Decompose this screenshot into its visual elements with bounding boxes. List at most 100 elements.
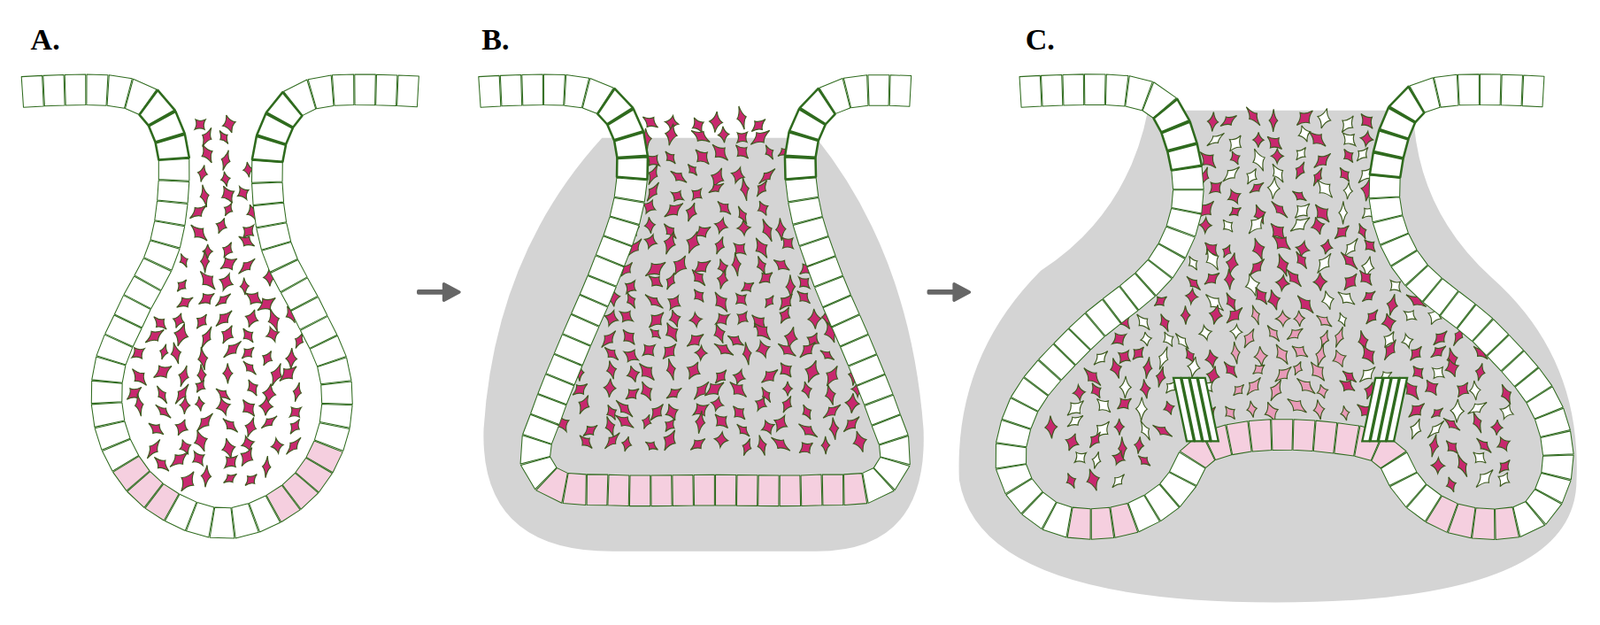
- mesenchymal-cell: [192, 310, 211, 331]
- mesenchymal-cell: [186, 200, 210, 223]
- mesenchymal-cell: [1331, 325, 1347, 350]
- mesenchymal-cell: [731, 127, 752, 147]
- epithelial-cell: [1472, 507, 1495, 540]
- mesenchymal-cell: [1153, 365, 1168, 389]
- mesenchymal-cell: [604, 359, 618, 380]
- mesenchymal-cell: [239, 358, 260, 378]
- mesenchymal-cell: [1119, 376, 1131, 400]
- mesenchymal-cell: [1497, 401, 1516, 422]
- mesenchymal-cell: [795, 338, 819, 362]
- epithelial-cell: [321, 381, 354, 404]
- mesenchymal-cell: [196, 346, 210, 371]
- mesenchymal-cell: [150, 453, 173, 475]
- mesenchymal-cell: [684, 161, 701, 179]
- mesenchymal-cell: [1292, 248, 1311, 271]
- mesenchymal-cell: [1223, 251, 1241, 276]
- mesenchymal-cell: [233, 183, 252, 203]
- mesenchymal-cell: [615, 306, 637, 327]
- mesenchymal-cell: [1172, 330, 1193, 352]
- mesenchymal-cell: [1262, 131, 1286, 154]
- mesenchymal-cell: [179, 395, 192, 415]
- epithelial-cell: [1500, 74, 1523, 106]
- mesenchymal-cell: [197, 324, 216, 351]
- mesenchymal-cell: [801, 357, 824, 385]
- epithelial-cell: [614, 131, 648, 158]
- mesenchyme-condensation: [483, 138, 924, 552]
- mesenchymal-cell: [574, 392, 593, 416]
- epithelial-cell: [996, 419, 1031, 447]
- epithelial-cell: [1105, 74, 1128, 107]
- mesenchymal-cell: [1312, 249, 1336, 277]
- epithelial-cell: [651, 475, 672, 507]
- mesenchymal-cell: [1355, 109, 1378, 133]
- mesenchymal-cell: [1428, 404, 1446, 421]
- mesenchymal-cell: [1275, 274, 1291, 293]
- mesenchymal-cell: [688, 311, 703, 328]
- panel-illustration: [478, 74, 925, 507]
- mesenchymal-cell: [709, 395, 726, 413]
- epithelial-cell: [779, 475, 800, 507]
- mesenchymal-cell: [212, 290, 233, 309]
- mesenchymal-cell: [1062, 395, 1089, 421]
- mesenchymal-cell: [690, 285, 708, 306]
- epithelium-guide: [1010, 89, 1559, 524]
- mesenchymal-cell: [1109, 448, 1127, 467]
- epithelial-cell: [1084, 74, 1106, 106]
- mesenchymal-cell: [1270, 361, 1295, 386]
- mesenchymal-cell: [1357, 341, 1380, 368]
- epithelial-cell: [1369, 175, 1400, 199]
- stage-arrow: [418, 284, 460, 300]
- mesenchymal-cell: [1092, 393, 1116, 417]
- mesenchymal-cell: [1491, 419, 1504, 436]
- mesenchymal-cell: [1453, 452, 1471, 479]
- epithelial-cell: [1167, 144, 1202, 171]
- mesenchymal-cell: [663, 384, 685, 403]
- mesenchymal-cell: [200, 249, 210, 274]
- mesenchymal-cell: [663, 292, 685, 314]
- mesenchymal-cell: [1360, 235, 1380, 255]
- mesenchymal-cell: [634, 359, 660, 385]
- mesenchymal-cell: [730, 140, 754, 163]
- epithelial-cell: [843, 75, 869, 108]
- epithelial-cell: [1313, 420, 1337, 454]
- mesenchymal-cell: [1428, 361, 1449, 383]
- mesenchymal-cell: [1442, 436, 1463, 457]
- mesenchymal-cell: [217, 323, 239, 347]
- mesenchymal-cell: [216, 270, 237, 293]
- mesenchymal-cell: [602, 415, 619, 439]
- mesenchymal-cell: [776, 304, 794, 326]
- mesenchymal-cell: [622, 384, 643, 404]
- mesenchymal-cell: [1449, 398, 1465, 423]
- mesenchymal-cell: [1085, 429, 1105, 451]
- mesenchymal-cell: [823, 383, 839, 407]
- epithelial-cell: [157, 180, 190, 203]
- mesenchymal-cell: [775, 338, 800, 361]
- mesenchymal-cell: [1339, 146, 1358, 166]
- mesenchymal-cell: [1180, 305, 1191, 325]
- mesenchymal-cell: [1335, 164, 1354, 185]
- mesenchymal-cell: [1427, 433, 1441, 459]
- mesenchymal-cell: [1309, 200, 1335, 227]
- mesenchymal-cell: [1200, 245, 1224, 273]
- epithelial-cell: [256, 223, 292, 250]
- mesenchymal-cell: [1338, 128, 1361, 151]
- mesenchymal-cell: [194, 395, 206, 412]
- mesenchymal-cell: [1313, 272, 1328, 292]
- mesenchymal-cell: [1420, 376, 1443, 400]
- mesenchymal-cell: [709, 409, 733, 433]
- mesenchymal-cell: [725, 376, 751, 401]
- mesenchymal-cell: [1265, 287, 1284, 312]
- mesenchymal-cell: [754, 198, 772, 218]
- mesenchymal-cell: [734, 105, 750, 131]
- mesenchymal-cell: [1440, 414, 1463, 434]
- mesenchymal-cell: [662, 270, 678, 292]
- mesenchymal-cell: [1269, 108, 1278, 132]
- epithelial-cell: [354, 74, 377, 106]
- mesenchymal-cell: [732, 307, 752, 328]
- mesenchymal-cell: [758, 216, 777, 244]
- mesenchymal-cell: [173, 276, 191, 295]
- mesenchymal-cell: [709, 288, 733, 316]
- mesenchymal-cell: [1270, 148, 1284, 164]
- mesenchymal-cell: [219, 239, 237, 261]
